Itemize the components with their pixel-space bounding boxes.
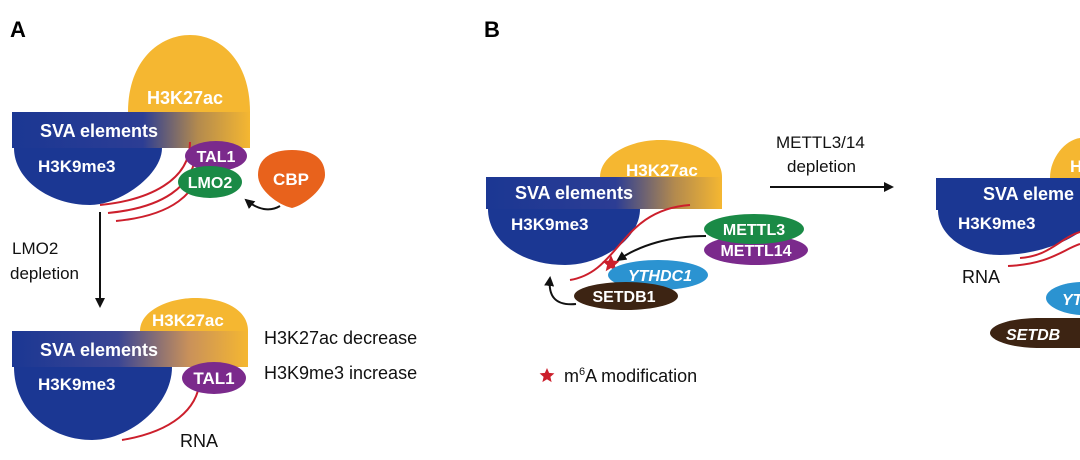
m6a-legend-star (539, 368, 555, 383)
h3k27ac-mark-a1: H3K27ac (128, 35, 250, 112)
sva-elements-bar-a1: SVA elements (12, 112, 250, 148)
h3k27ac-decrease-text: H3K27ac decrease (264, 328, 417, 348)
h3k27ac-label-a2: H3K27ac (152, 311, 224, 330)
mettl14-label: METTL14 (720, 243, 791, 260)
cbp-label: CBP (273, 170, 309, 189)
panel-label-a: A (10, 17, 26, 42)
ythdc1-label: YTHDC1 (628, 268, 692, 285)
setdb1-to-h3k9me3-arrow (544, 276, 577, 306)
sva-elements-bar-b: SVA elements (486, 177, 722, 209)
ythdc1-label-b2-partial: YT (1062, 292, 1080, 309)
lmo2-protein: LMO2 (178, 166, 242, 198)
tal1-protein-a1: TAL1 (185, 141, 247, 171)
setdb1-protein: SETDB1 (574, 282, 678, 310)
h3k27ac-mark-b: H3K27ac (600, 140, 722, 180)
h3k9me3-mark-b2: H3K9me3 (938, 210, 1080, 255)
h3k9me3-mark-a1: H3K9me3 (14, 148, 162, 205)
rna-strand-b (569, 204, 691, 281)
h3k9me3-mark-a2: H3K9me3 (14, 367, 172, 440)
tal1-label-a2: TAL1 (193, 369, 234, 388)
setdb1-protein-b2: SETDB (990, 318, 1080, 348)
rna-label-b2: RNA (962, 267, 1000, 287)
mettl14-protein: METTL14 (704, 235, 808, 265)
rna-strands-b2 (1007, 231, 1080, 267)
lmo2-depletion-text-2: depletion (10, 264, 79, 283)
cbp-protein: CBP (258, 150, 325, 208)
h3k9me3-label-a2: H3K9me3 (38, 375, 116, 394)
sva-label-b2-partial: SVA eleme (983, 184, 1074, 204)
sva-elements-bar-a2: SVA elements (12, 331, 248, 367)
sva-label-a1: SVA elements (40, 121, 158, 141)
sva-label-b: SVA elements (515, 183, 633, 203)
panel-label-b: B (484, 17, 500, 42)
sva-elements-bar-b2: SVA eleme (936, 178, 1080, 210)
mettl-depletion-text-2: depletion (787, 157, 856, 176)
mettl-to-m6a-arrow (616, 235, 707, 262)
h3k9me3-label-a1: H3K9me3 (38, 157, 116, 176)
h3k27ac-label-b2-partial: H (1070, 157, 1080, 176)
lmo2-label: LMO2 (188, 175, 233, 192)
m6a-star-b (602, 255, 620, 272)
setdb1-label: SETDB1 (592, 289, 655, 306)
h3k9me3-mark-b: H3K9me3 (488, 209, 640, 265)
ythdc1-protein-b2: YT (1046, 282, 1080, 315)
rna-label-a2: RNA (180, 431, 218, 451)
h3k9me3-label-b: H3K9me3 (511, 215, 589, 234)
cbp-to-lmo2-arrow (244, 198, 281, 211)
h3k9me3-increase-text: H3K9me3 increase (264, 363, 417, 383)
h3k27ac-label-b: H3K27ac (626, 161, 698, 180)
h3k27ac-mark-b2: H (1050, 138, 1080, 178)
h3k27ac-mark-a2: H3K27ac (140, 298, 248, 331)
m6a-legend-text: m6A modification (564, 366, 697, 386)
sva-label-a2: SVA elements (40, 340, 158, 360)
tal1-protein-a2: TAL1 (182, 362, 246, 394)
mettl3-label: METTL3 (723, 222, 785, 239)
setdb1-label-b2-partial: SETDB (1006, 327, 1060, 344)
h3k9me3-label-b2-partial: H3K9me3 (958, 214, 1036, 233)
mettl-depletion-text-1: METTL3/14 (776, 133, 865, 152)
lmo2-depletion-text-1: LMO2 (12, 239, 58, 258)
tal1-label-a1: TAL1 (197, 149, 236, 166)
mettl3-protein: METTL3 (704, 214, 804, 244)
h3k27ac-label-a1: H3K27ac (147, 88, 223, 108)
